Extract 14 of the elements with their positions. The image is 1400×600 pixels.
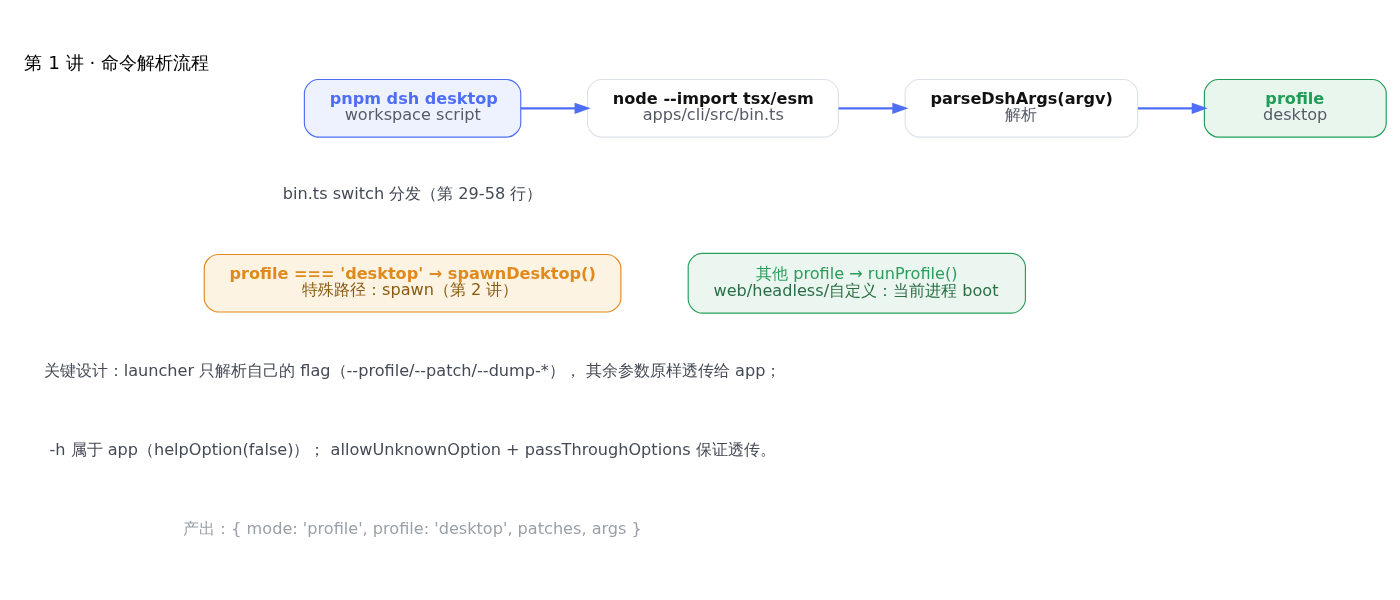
node-box: profile desktop bbox=[1203, 78, 1387, 138]
diagram-title: 第 1 讲 · 命令解析流程 bbox=[24, 51, 210, 73]
node-box: pnpm dsh desktop workspace script bbox=[303, 78, 522, 138]
node-box: node --import tsx/esm apps/cli/src/bin.ts bbox=[586, 78, 839, 138]
node-box: profile === 'desktop' → spawnDesktop() 特殊路径：spawn（第 2 讲） bbox=[203, 253, 622, 313]
arrow bbox=[520, 102, 591, 114]
arrow bbox=[1138, 102, 1208, 114]
label: 关键设计：launcher 只解析自己的 flag（--profile/--patch/--dump-*）， 其余参数原样透传给 app； bbox=[43, 360, 782, 380]
node-box: parseDshArgs(argv) 解析 bbox=[904, 78, 1139, 138]
label: 产出：{ mode: 'profile', profile: 'desktop', patches, args } bbox=[183, 518, 642, 538]
arrow bbox=[838, 102, 909, 114]
label: bin.ts switch 分发（第 29-58 行） bbox=[282, 183, 543, 203]
label: -h 属于 app（helpOption(false)）； allowUnknownOption + passThroughOptions 保证透传。 bbox=[49, 439, 776, 459]
node-box: 其他 profile → runProfile() web/headless/自定义：当前进程 boot bbox=[687, 252, 1026, 314]
